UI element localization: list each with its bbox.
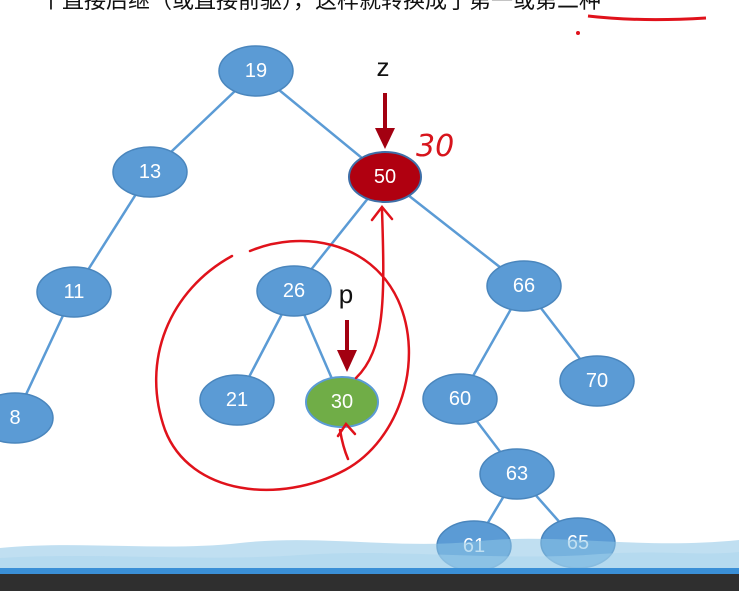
node-label: 8: [9, 407, 20, 429]
node-30: 30: [305, 376, 379, 428]
arrow-p-icon: [337, 320, 357, 372]
subtree-circle: [155, 239, 411, 492]
node-label: 50: [374, 166, 396, 188]
node-label: 11: [64, 281, 85, 303]
up-mark: [338, 428, 350, 461]
bottom-bar: [0, 574, 739, 591]
node-label: 63: [506, 463, 528, 485]
node-63: 63: [479, 448, 555, 500]
node-26: 26: [256, 265, 332, 317]
node-66: 66: [486, 260, 562, 312]
node-label: 19: [245, 60, 267, 82]
bottom-accent-line: [0, 568, 739, 574]
node-label: 30: [331, 391, 353, 413]
node-8: 8: [0, 392, 54, 444]
node-60: 60: [422, 373, 498, 425]
node-50: 50: [348, 151, 422, 203]
bottom-wave: [0, 538, 739, 575]
copy-up-arrowhead: [370, 205, 394, 222]
node-19: 19: [218, 45, 294, 97]
node-label: 66: [513, 275, 535, 297]
header-dot: [576, 31, 580, 35]
arrow-z-icon: [375, 93, 395, 149]
node-label: 26: [283, 280, 305, 302]
node-11: 11: [36, 266, 112, 318]
node-label: 13: [139, 161, 161, 183]
header-text: 个直接后继（或直接前驱），这样就转换成了第一或第二种: [40, 0, 601, 14]
copy-up-arrow: [354, 208, 385, 380]
node-21: 21: [199, 374, 275, 426]
handwritten-marks: [155, 205, 411, 492]
node-label: 60: [449, 388, 471, 410]
node-label: 21: [226, 389, 248, 411]
node-70: 70: [559, 355, 635, 407]
label-p: p: [339, 279, 353, 309]
up-mark-head: [336, 421, 357, 438]
node-label: 70: [586, 370, 608, 392]
replacement-annotation: 30: [416, 129, 454, 164]
header-underline: [587, 14, 707, 22]
label-z: z: [377, 52, 390, 82]
node-13: 13: [112, 146, 188, 198]
